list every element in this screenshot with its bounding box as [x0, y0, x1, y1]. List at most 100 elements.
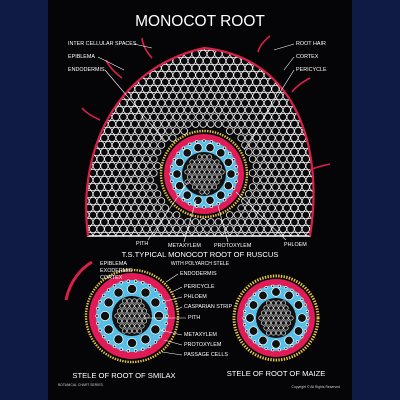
- pith-cell: [209, 169, 215, 175]
- cortex-cell: [275, 63, 284, 73]
- maize-protoxylem-vessel: [277, 284, 281, 288]
- maize-protoxylem-vessel: [303, 303, 307, 307]
- smilax-pith-cell: [122, 318, 128, 324]
- cortex-cell: [279, 211, 287, 219]
- cortex-cell: [313, 91, 314, 101]
- cortex-cell: [138, 190, 147, 198]
- pith-cell: [192, 174, 198, 180]
- cortex-cell: [126, 70, 136, 80]
- cortex-cell: [111, 84, 120, 94]
- cortex-cell: [142, 211, 151, 219]
- cortex-cell: [161, 92, 170, 100]
- smilax-pith-cell: [134, 303, 140, 309]
- protoxylem-vessel: [222, 146, 227, 150]
- maize-metaxylem-vessel: [248, 326, 259, 336]
- cortex-cell: [263, 183, 272, 191]
- maize-protoxylem-vessel: [248, 335, 252, 339]
- cortex-cell: [286, 169, 295, 177]
- maize-pith-cell: [263, 305, 269, 311]
- cortex-cell: [237, 106, 246, 114]
- cortex-cell: [184, 120, 192, 128]
- cortex-cell: [172, 85, 181, 93]
- cortex-cell: [70, 190, 77, 197]
- smilax-protoxylem-vessel: [112, 344, 117, 348]
- cortex-cell: [157, 99, 166, 107]
- smilax-protoxylem-vessel: [141, 347, 145, 351]
- cortex-cell: [157, 48, 166, 52]
- cortex-cell: [92, 105, 101, 115]
- cortex-cell: [180, 113, 189, 121]
- cortex-cell: [184, 78, 192, 86]
- cortex-cell: [225, 225, 234, 233]
- cortex-cell: [245, 190, 253, 198]
- cortex-cell: [309, 98, 314, 108]
- cortex-cell: [313, 203, 314, 213]
- cortex-cell: [317, 169, 324, 176]
- cortex-cell: [123, 63, 132, 73]
- cortex-cell: [229, 106, 238, 114]
- pith-cell: [194, 179, 200, 185]
- cortex-cell: [157, 197, 166, 205]
- cortex-cell: [104, 169, 113, 177]
- cortex-cell: [275, 162, 284, 170]
- smilax-protoxylem-vessel: [153, 340, 158, 344]
- pith-cell: [209, 159, 215, 165]
- cortex-cell: [187, 85, 196, 93]
- smilax-protoxylem-vessel: [96, 321, 100, 325]
- epiblema-layer: [85, 46, 315, 237]
- metaxylem-vessel: [172, 169, 182, 179]
- cortex-cell: [107, 231, 117, 236]
- maize-protoxylem-vessel: [300, 335, 304, 339]
- metaxylem-vessel: [226, 169, 236, 179]
- cortex-cell: [241, 113, 249, 121]
- cortex-cell: [325, 197, 332, 204]
- protoxylem-vessel: [228, 151, 232, 156]
- cortex-cell: [263, 197, 272, 205]
- cortex-cell: [70, 232, 77, 239]
- cortex-cell: [297, 231, 307, 236]
- pith-cell: [197, 174, 203, 180]
- smilax-protoxylem-vessel: [98, 300, 102, 304]
- maize-metaxylem-vessel: [258, 335, 268, 346]
- pith-cell: [204, 169, 210, 175]
- smilax-pith-cell: [134, 313, 140, 319]
- maize-pith: [256, 298, 296, 338]
- cortex-cell: [146, 106, 154, 114]
- cortex-cell: [86, 154, 90, 164]
- smilax-pith-cell: [129, 313, 135, 319]
- smilax-pith-cell: [122, 298, 128, 304]
- pith-cell: [207, 174, 213, 180]
- cortex-cell: [248, 48, 257, 52]
- cortex-cell: [225, 113, 234, 121]
- cortex-cell: [153, 148, 162, 156]
- cortex-cell: [305, 105, 314, 115]
- cortex-cell: [70, 106, 77, 113]
- cortex-cell: [176, 232, 185, 236]
- cortex-cell: [207, 120, 215, 128]
- cortex-cell: [282, 176, 291, 184]
- maize-pith-cell: [283, 305, 289, 311]
- smilax-protoxylem-vessel: [134, 279, 138, 283]
- cortex-cell: [108, 162, 116, 170]
- maize-metaxylem-vessel: [271, 287, 281, 297]
- cortex-cell: [321, 50, 328, 57]
- cortex-cell: [165, 113, 173, 121]
- smilax-metaxylem-vessel: [113, 287, 124, 298]
- cortex-cell: [256, 225, 265, 233]
- smilax-protoxylem-vessel: [96, 307, 100, 311]
- cortex-cell: [195, 48, 204, 52]
- cortex-cell: [309, 84, 314, 94]
- cortex-cell: [157, 85, 166, 93]
- cortex-cell: [123, 77, 132, 87]
- cortex-cell: [111, 183, 120, 191]
- pith-cell: [202, 154, 208, 160]
- cortex-cell: [225, 48, 234, 52]
- cortex-cell: [248, 211, 257, 219]
- cortex-cell: [119, 211, 128, 219]
- protoxylem-vessel: [188, 142, 192, 146]
- cortex-cell: [263, 155, 272, 163]
- cortex-cell: [100, 231, 109, 236]
- cortex-cell: [172, 225, 181, 233]
- cortex-cell: [78, 218, 85, 225]
- pith-cell: [217, 174, 223, 180]
